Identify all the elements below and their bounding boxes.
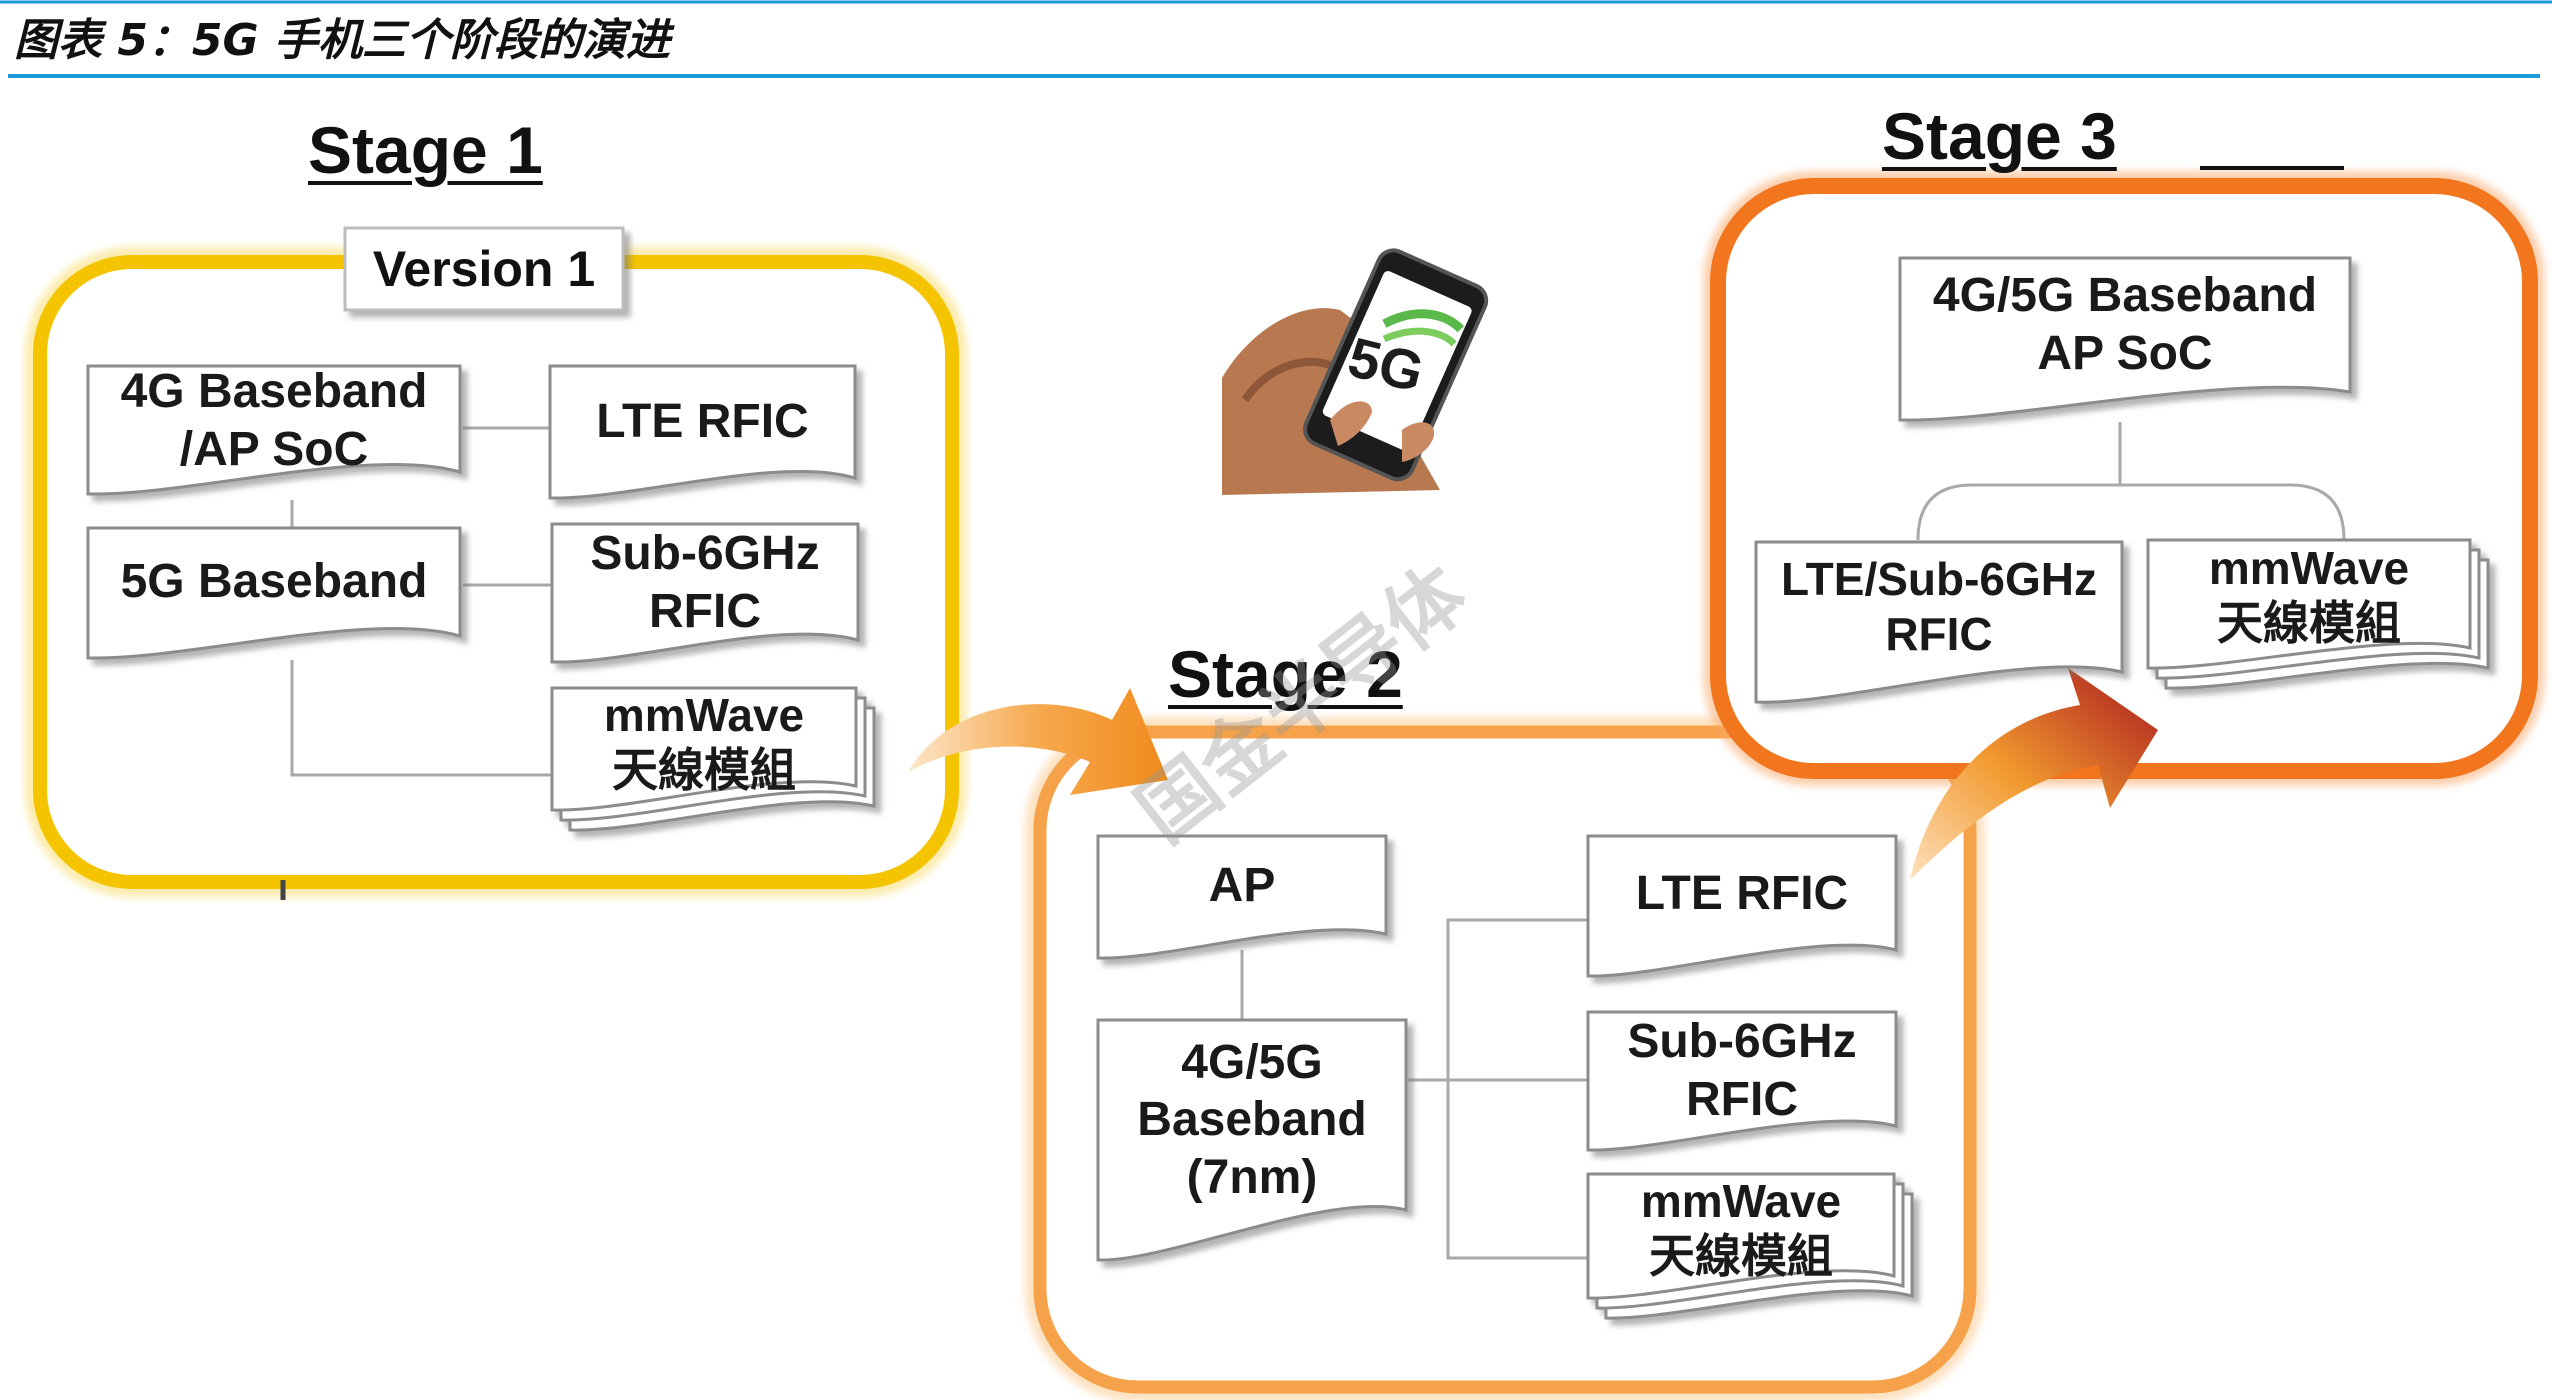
s3-rfic-line2: RFIC bbox=[1885, 608, 1993, 660]
stage1-connectors bbox=[290, 426, 552, 777]
s3-baseband-soc-line1: 4G/5G Baseband bbox=[1932, 269, 2318, 323]
stage1-blocks bbox=[86, 364, 876, 832]
s2-lte-rfic-block bbox=[1586, 834, 1898, 978]
stage2-blocks bbox=[1096, 834, 1914, 1320]
s2-baseband-label: 4G/5G Baseband (7nm) bbox=[1098, 1020, 1406, 1220]
s1-5g-baseband-line1: 5G Baseband bbox=[120, 555, 428, 609]
s2-lte-rfic-line1: LTE RFIC bbox=[1635, 866, 1849, 920]
s1-sub6-rfic-line1: Sub-6GHz bbox=[590, 527, 820, 581]
s1-mmwave-line1: mmWave bbox=[603, 688, 805, 741]
s1-5g-baseband-block bbox=[86, 526, 462, 660]
s2-sub6-rfic-block bbox=[1586, 1010, 1898, 1152]
arrow-stage1-to-stage2 bbox=[908, 688, 1168, 795]
smartphone-in-hand-icon bbox=[1222, 248, 1489, 495]
s3-rfic-line1: LTE/Sub-6GHz bbox=[1780, 552, 2098, 605]
s1-lte-rfic-line1: LTE RFIC bbox=[596, 395, 809, 449]
s3-rfic-label: LTE/Sub-6GHz RFIC bbox=[1756, 542, 2122, 672]
stage3-connectors bbox=[1916, 422, 2346, 541]
s3-mmwave-label: mmWave 天線模組 bbox=[2148, 540, 2470, 652]
s1-baseband-soc-block bbox=[86, 364, 462, 496]
stage1-title: Stage 1 bbox=[308, 113, 543, 187]
s2-mmwave-label: mmWave 天線模組 bbox=[1588, 1174, 1894, 1284]
stage2-title: Stage 2 bbox=[1168, 637, 1403, 711]
s3-mmwave-block bbox=[2146, 538, 2472, 670]
s2-baseband-line2: Baseband bbox=[1137, 1093, 1367, 1147]
figure-title: 图表 5：5G 手机三个阶段的演进 bbox=[14, 15, 670, 66]
s1-baseband-soc-line2: /AP SoC bbox=[179, 423, 369, 476]
s1-sub6-rfic-label: Sub-6GHz RFIC bbox=[552, 524, 858, 642]
version-label: Version 1 bbox=[372, 241, 596, 297]
s3-baseband-soc-line2: AP SoC bbox=[2037, 327, 2213, 380]
stage3-blocks bbox=[1754, 256, 2490, 704]
s2-ap-block bbox=[1096, 834, 1388, 960]
s3-baseband-soc-block bbox=[1898, 256, 2352, 422]
s2-lte-rfic-label: LTE RFIC bbox=[1588, 836, 1896, 951]
s1-mmwave-line2: 天線模組 bbox=[612, 743, 796, 797]
s1-baseband-soc-label: 4G Baseband /AP SoC bbox=[88, 365, 460, 476]
stage2-connectors bbox=[1240, 918, 1588, 1260]
s3-mmwave-line1: mmWave bbox=[2208, 541, 2410, 594]
s3-rfic-block bbox=[1754, 540, 2124, 704]
s1-mmwave-label: mmWave 天線模組 bbox=[552, 688, 856, 798]
s2-ap-line1: AP bbox=[1208, 859, 1276, 913]
s2-sub6-rfic-label: Sub-6GHz RFIC bbox=[1588, 1012, 1896, 1130]
s2-baseband-block bbox=[1096, 1018, 1408, 1262]
s1-lte-rfic-label: LTE RFIC bbox=[550, 366, 855, 478]
s3-mmwave-line2: 天線模組 bbox=[2217, 596, 2401, 650]
s2-ap-label: AP bbox=[1098, 836, 1386, 936]
s1-sub6-rfic-line2: RFIC bbox=[649, 585, 761, 638]
s3-baseband-soc-label: 4G/5G Baseband AP SoC bbox=[1900, 258, 2350, 392]
s1-lte-rfic-block bbox=[548, 364, 857, 500]
s2-baseband-line1: 4G/5G bbox=[1181, 1035, 1323, 1089]
s2-mmwave-block bbox=[1586, 1172, 1896, 1300]
stage3-title: Stage 3 bbox=[1882, 99, 2117, 173]
s2-sub6-rfic-line2: RFIC bbox=[1686, 1073, 1798, 1126]
s2-mmwave-line2: 天線模組 bbox=[1649, 1229, 1833, 1283]
s2-mmwave-line1: mmWave bbox=[1640, 1174, 1842, 1227]
s2-baseband-line3: (7nm) bbox=[1186, 1150, 1318, 1204]
s1-baseband-soc-line1: 4G Baseband bbox=[120, 365, 428, 419]
s1-sub6-rfic-block bbox=[550, 522, 860, 664]
s2-sub6-rfic-line1: Sub-6GHz bbox=[1627, 1015, 1857, 1069]
s1-5g-baseband-label: 5G Baseband bbox=[88, 528, 460, 636]
s1-mmwave-block bbox=[550, 686, 858, 812]
arrow-stage2-to-stage3 bbox=[1910, 668, 2158, 880]
